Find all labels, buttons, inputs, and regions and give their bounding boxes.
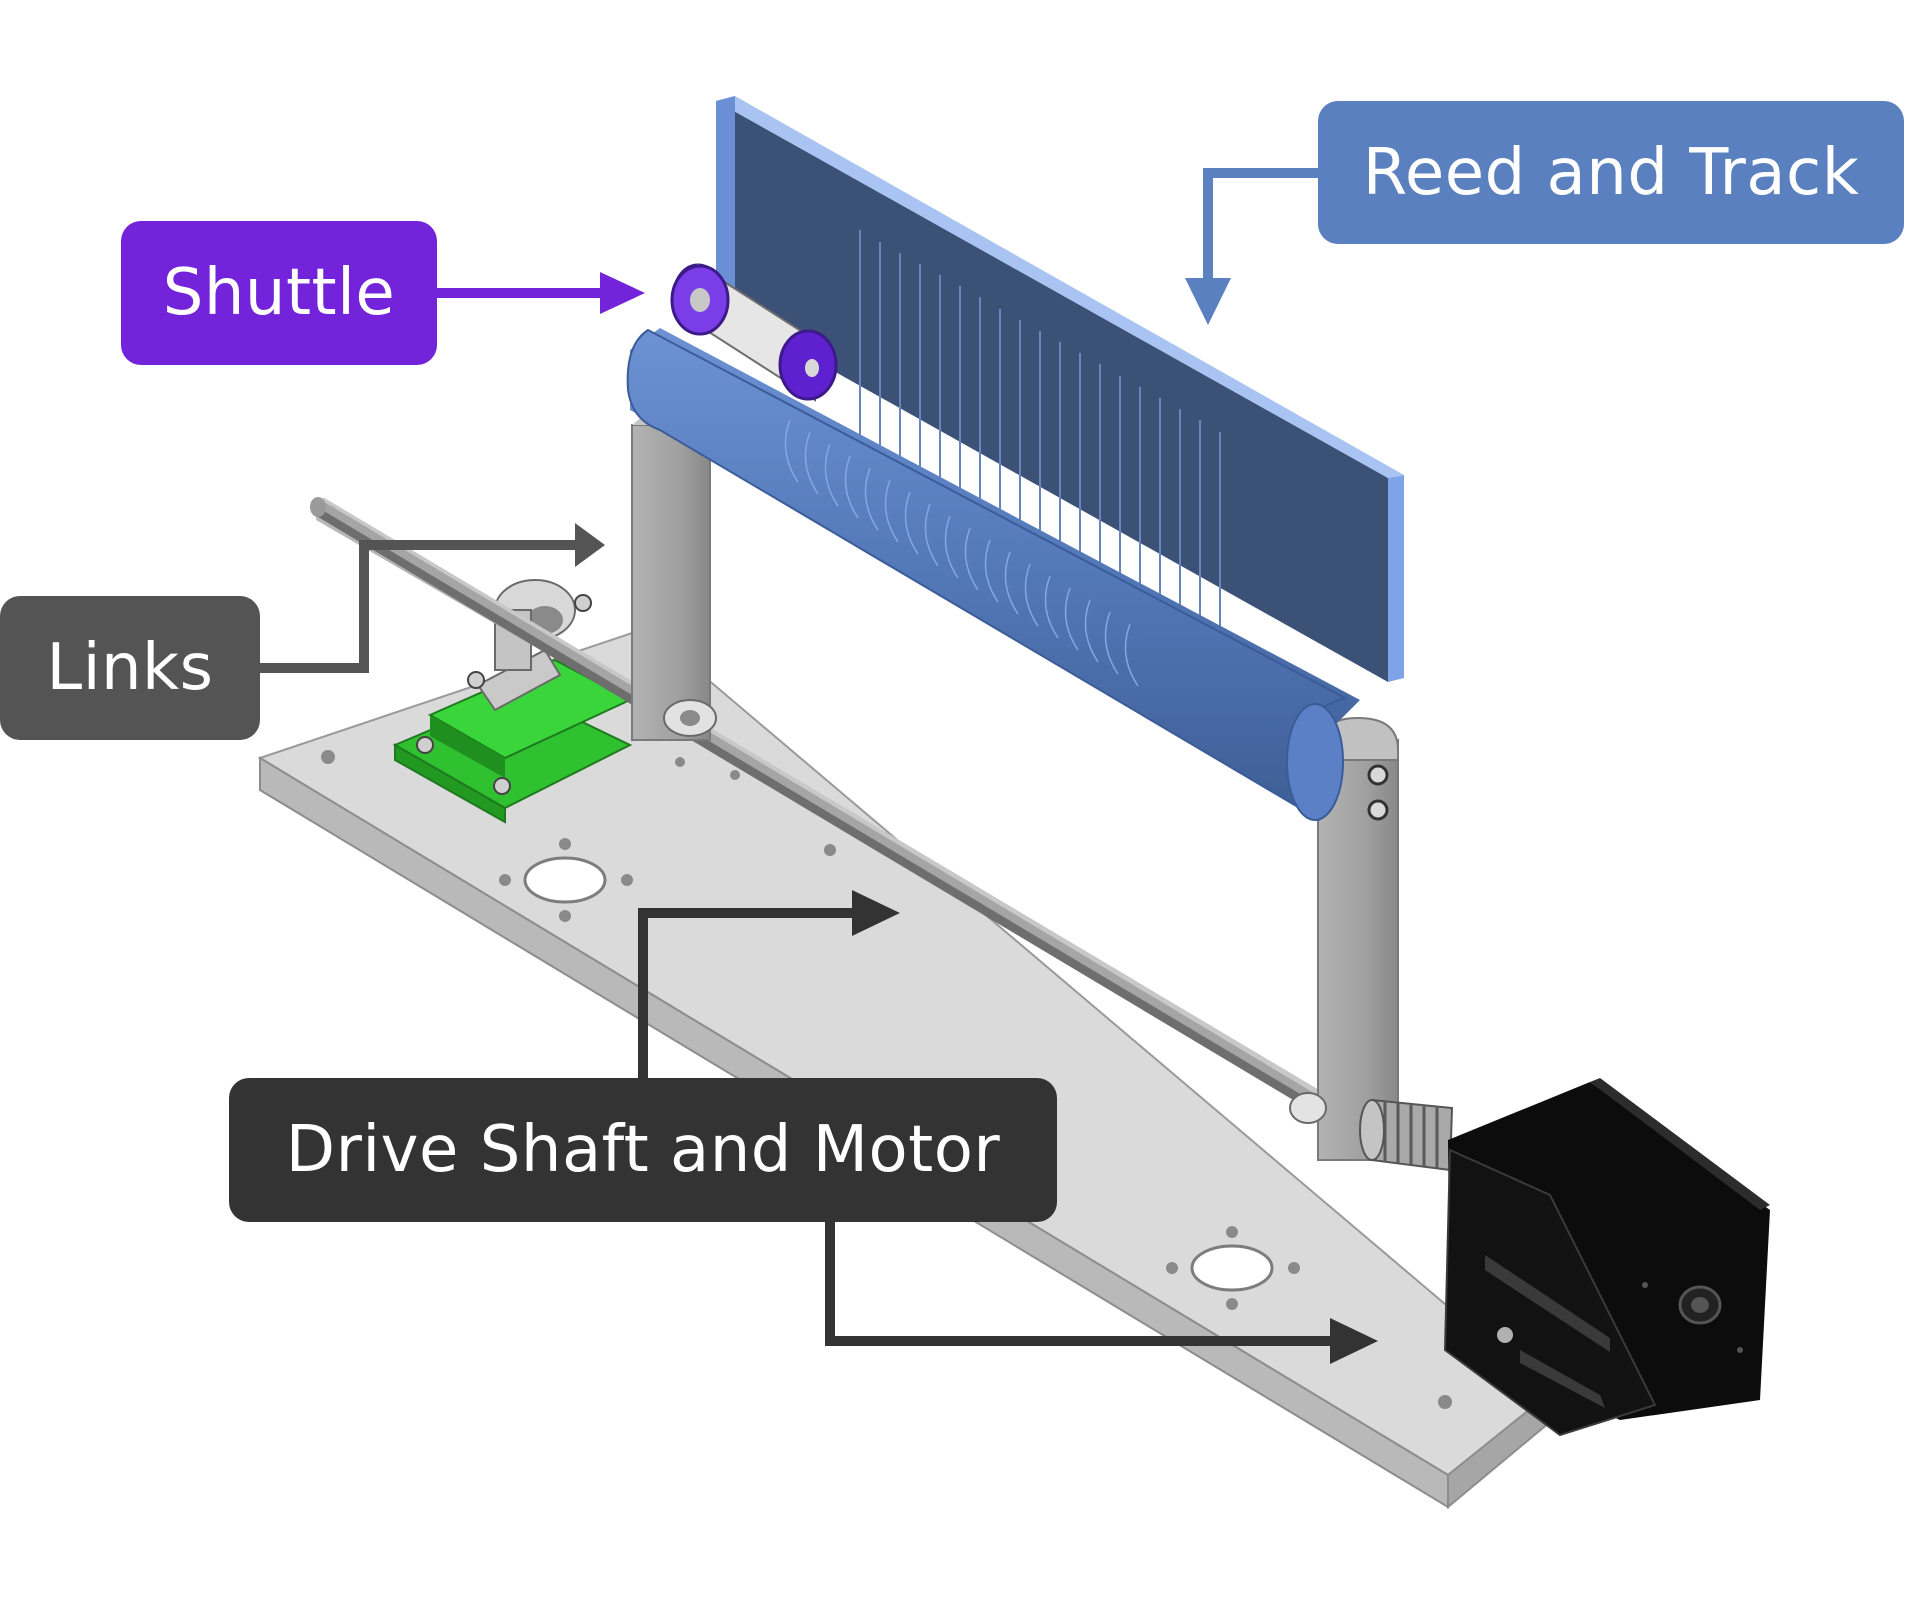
reed-track-arrow bbox=[1185, 168, 1318, 325]
reed-track-label: Reed and Track bbox=[1362, 135, 1860, 210]
drive-shaft bbox=[310, 497, 1335, 1118]
track bbox=[626, 328, 1360, 821]
drive-motor-arrows bbox=[638, 890, 1378, 1364]
links-callout: Links bbox=[0, 596, 260, 740]
drive-motor-label: Drive Shaft and Motor bbox=[285, 1113, 1001, 1187]
shuttle bbox=[670, 263, 838, 402]
drive-motor-callout: Drive Shaft and Motor bbox=[229, 1078, 1057, 1222]
pillow-block-bearing bbox=[392, 579, 633, 824]
reed-track-callout: Reed and Track bbox=[1318, 101, 1904, 244]
links-label: Links bbox=[46, 631, 214, 705]
coupling bbox=[1359, 1098, 1454, 1172]
shuttle-label: Shuttle bbox=[162, 256, 396, 330]
links-arrow bbox=[260, 523, 605, 673]
shuttle-arrow bbox=[437, 272, 645, 314]
shuttle-callout: Shuttle bbox=[121, 221, 437, 365]
reed bbox=[716, 96, 1404, 682]
motor bbox=[1443, 1078, 1770, 1437]
